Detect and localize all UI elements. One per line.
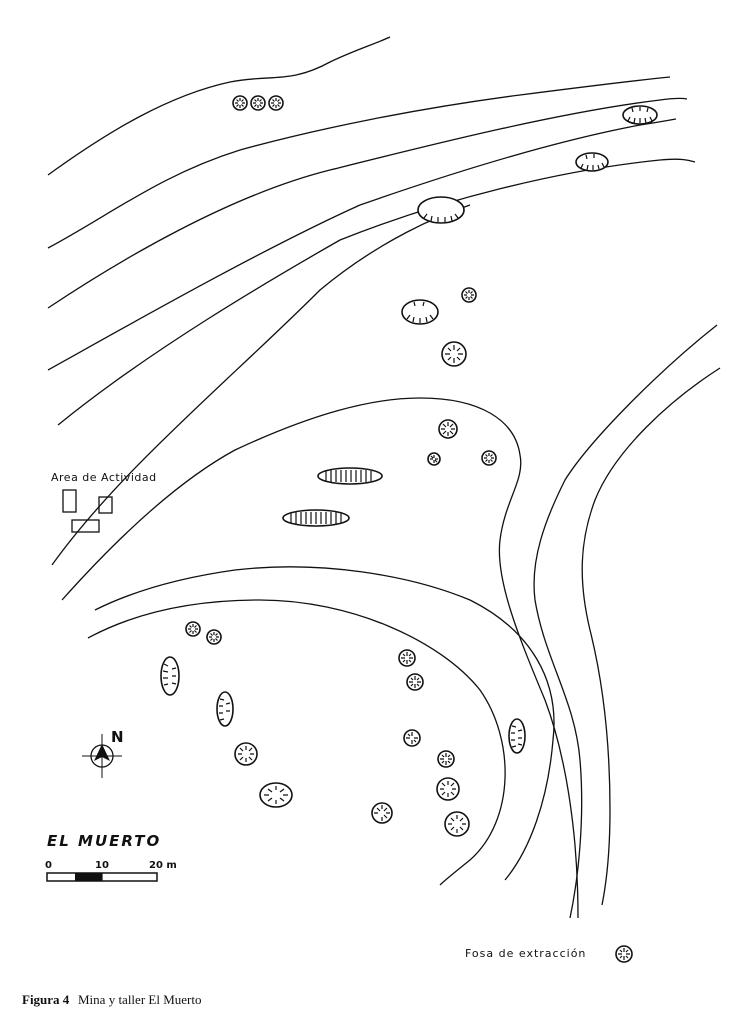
round-pits: [185, 95, 497, 837]
round-pit: [481, 450, 497, 466]
contour-line: [94, 566, 555, 881]
structure-rect: [71, 519, 100, 533]
round-pit: [427, 452, 441, 466]
scale-label-20: 20 m: [149, 860, 177, 871]
oval-pit: [282, 509, 350, 527]
round-pit: [403, 729, 421, 747]
legend-pit-icon: [615, 945, 633, 963]
round-pit: [461, 287, 477, 303]
round-pit: [234, 742, 258, 766]
legend-label: Fosa de extracción: [465, 947, 586, 960]
round-pit: [398, 649, 416, 667]
legend: Fosa de extracción: [465, 945, 633, 963]
contour-line: [47, 97, 688, 309]
round-pit: [436, 777, 460, 801]
round-pit: [438, 419, 458, 439]
round-pit: [259, 782, 293, 808]
oval-pit: [622, 105, 658, 125]
scale-bar-segment: [75, 873, 102, 881]
structure-rect: [98, 496, 113, 514]
north-arrow-pointer: [94, 744, 110, 761]
contour-line: [51, 204, 471, 566]
round-pit: [206, 629, 222, 645]
caption-text: Mina y taller El Muerto: [78, 992, 201, 1007]
round-pit: [406, 673, 424, 691]
oval-pit: [216, 691, 234, 727]
figure-caption: Figura 4 Mina y taller El Muerto: [22, 992, 201, 1007]
contour-lines: [47, 36, 721, 919]
round-pit: [268, 95, 284, 111]
oval-pit: [508, 718, 526, 754]
round-pit: [232, 95, 248, 111]
activity-area-label: Area de Actividad: [51, 471, 157, 484]
extraction-pits: [160, 105, 658, 754]
contour-line: [61, 397, 579, 919]
contour-line: [47, 36, 391, 176]
scale-bar: 0 10 20 m: [45, 860, 177, 882]
oval-pit: [401, 299, 439, 325]
round-pit: [185, 621, 201, 637]
contour-line: [57, 158, 696, 426]
north-label: N: [111, 728, 124, 746]
oval-pit: [575, 152, 609, 172]
north-arrow: N: [82, 728, 124, 778]
contour-line: [47, 76, 671, 249]
structure-rect: [62, 489, 77, 513]
round-pit: [437, 750, 455, 768]
oval-pit: [417, 196, 465, 224]
round-pit: [250, 95, 266, 111]
contour-line: [533, 324, 718, 919]
round-pit: [371, 802, 393, 824]
round-pit: [441, 341, 467, 367]
site-name: EL MUERTO: [47, 832, 161, 850]
activity-area: Area de Actividad: [51, 471, 157, 533]
round-pit: [444, 811, 470, 837]
oval-pit: [160, 656, 180, 696]
contour-line: [87, 599, 506, 886]
caption-prefix: Figura 4: [22, 992, 70, 1007]
scale-label-0: 0: [45, 860, 52, 871]
scale-label-10: 10: [95, 860, 109, 871]
oval-pit: [317, 467, 383, 485]
contour-line: [581, 367, 721, 906]
